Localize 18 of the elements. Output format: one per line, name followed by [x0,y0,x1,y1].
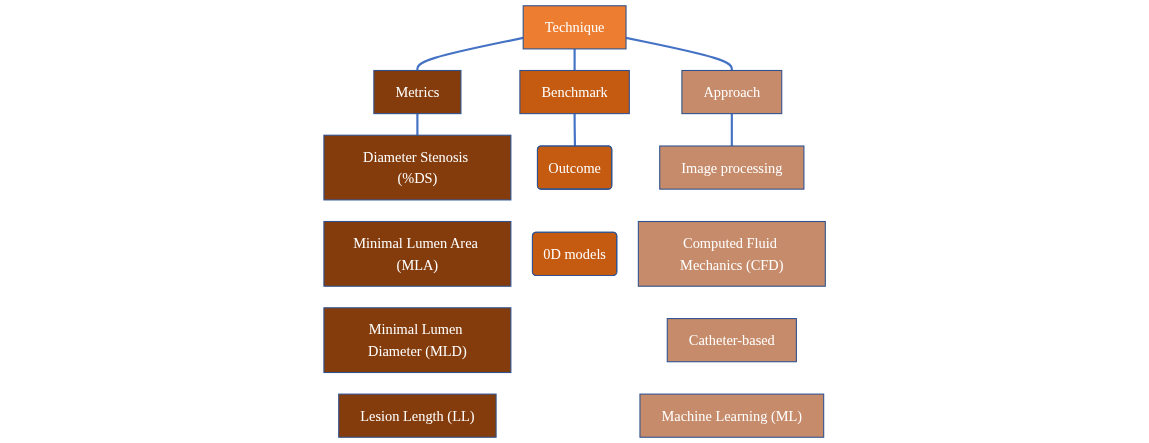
node-box: Benchmark [519,69,630,115]
node-box: Diameter Stenosis (%DS) [323,134,512,201]
node-box: Image processing [659,145,805,190]
node-box: Lesion Length (LL) [338,393,497,438]
connector [416,36,524,71]
node-box: Metrics [373,69,462,115]
node-box: Catheter-based [666,318,797,363]
node-box: Computed Fluid Mechanics (CFD) [637,220,826,287]
connector [573,113,576,147]
node-box: Minimal Lumen Area (MLA) [323,220,512,287]
connector [416,113,419,136]
connector [573,48,576,71]
connector [730,113,733,146]
node-box: Approach [681,69,783,115]
node-box: Machine Learning (ML) [639,393,825,438]
node-box: Technique [522,5,627,50]
node-box: Minimal Lumen Diameter (MLD) [323,307,512,374]
connector [625,36,733,71]
